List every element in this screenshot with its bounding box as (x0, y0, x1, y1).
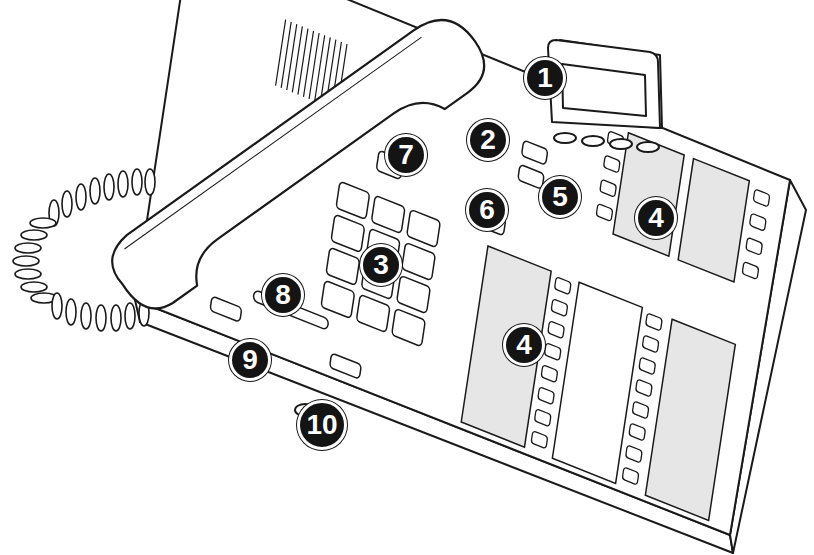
callout-number: 2 (467, 119, 509, 161)
callout-number: 10 (297, 400, 347, 450)
handset (100, 5, 496, 321)
callout-number: 5 (539, 176, 581, 218)
callout-number: 1 (524, 57, 566, 99)
callout-number: 6 (466, 189, 508, 231)
keypad-surface (208, 0, 770, 525)
callout-number: 9 (229, 339, 271, 381)
dial-pad (321, 181, 440, 346)
display (548, 40, 662, 152)
callout-number: 4 (635, 197, 677, 239)
callout-number: 7 (385, 134, 427, 176)
upper-key-block (594, 125, 770, 290)
lower-key-strips (461, 246, 735, 520)
callout-number: 4 (503, 324, 545, 366)
callout-number: 8 (262, 274, 304, 316)
callout-number: 3 (360, 244, 402, 286)
